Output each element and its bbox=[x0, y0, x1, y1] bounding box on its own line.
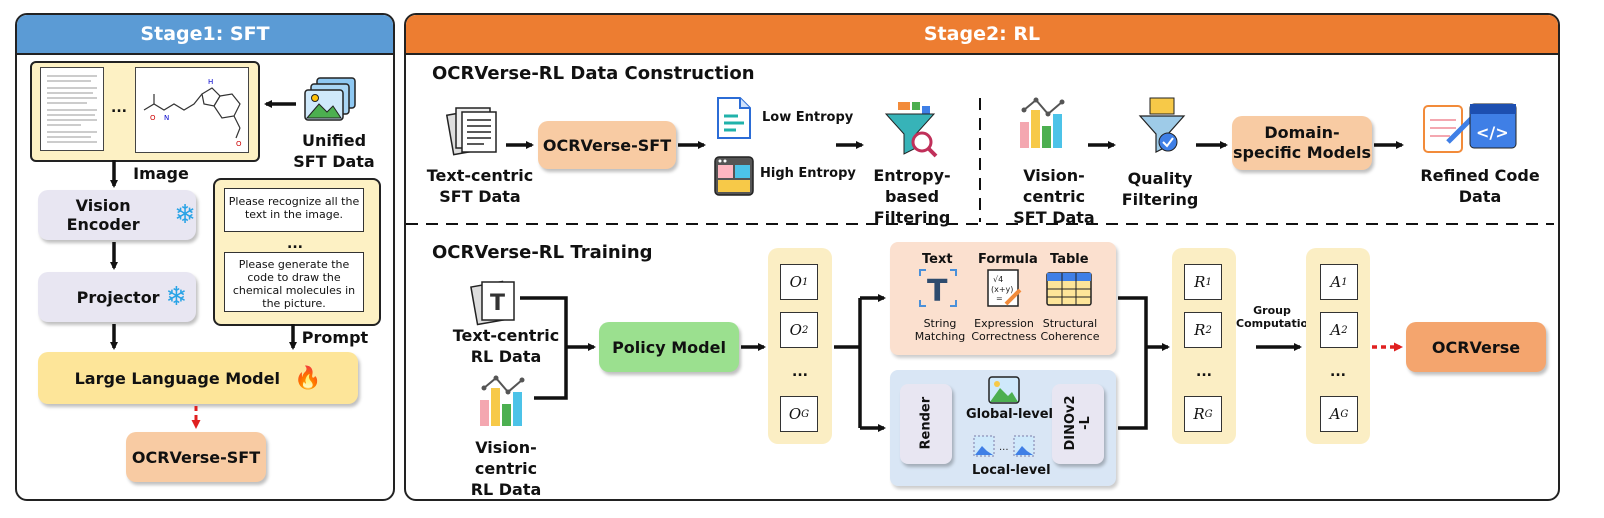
structural-coherence-label: Structural Coherence bbox=[1040, 317, 1100, 343]
reward-text-head: Text bbox=[922, 252, 953, 267]
reward-formula-head: Formula bbox=[978, 252, 1038, 267]
stage2-title: Stage2: RL bbox=[406, 15, 1558, 55]
domain-models-box: Domain- specific Models bbox=[1232, 116, 1372, 170]
projector-box: Projector ❄ bbox=[38, 272, 196, 322]
local-crops-icon: ... bbox=[970, 432, 1040, 460]
ocrverse-final-label: OCRVerse bbox=[1431, 337, 1521, 357]
svg-text:=: = bbox=[996, 294, 1003, 303]
local-level-label: Local-level bbox=[972, 463, 1051, 478]
construction-title: OCRVerse-RL Data Construction bbox=[432, 63, 755, 84]
dino-box bbox=[1052, 384, 1104, 464]
llm-label: Large Language Model bbox=[74, 368, 280, 388]
ocrverse-final-box: OCRVerse bbox=[1406, 322, 1546, 372]
policy-model-label: Policy Model bbox=[612, 337, 726, 357]
svg-text:(x+y): (x+y) bbox=[991, 285, 1013, 294]
llm-box: Large Language Model 🔥 bbox=[38, 352, 358, 404]
low-entropy-icon bbox=[716, 96, 752, 140]
documents-icon bbox=[446, 102, 502, 156]
formula-icon: √4 (x+y) = bbox=[984, 268, 1024, 310]
output-dots: ... bbox=[792, 364, 808, 380]
ocrverse-sft-output-label: OCRVerse-SFT bbox=[131, 447, 261, 467]
refined-code-label: Refined Code Data bbox=[1420, 166, 1540, 206]
bar-chart-icon bbox=[1016, 96, 1074, 152]
ocrverse-sft-box: OCRVerse-SFT bbox=[538, 121, 676, 169]
vision-centric-rl-label: Vision-centric RL Data bbox=[470, 438, 542, 499]
global-level-label: Global-level bbox=[966, 407, 1054, 422]
svg-text:O: O bbox=[236, 140, 242, 148]
snowflake-icon: ❄ bbox=[165, 282, 188, 312]
landscape-icon bbox=[988, 376, 1020, 404]
unified-sft-data-label: Unified SFT Data bbox=[293, 131, 375, 171]
svg-text:T: T bbox=[927, 274, 948, 308]
prompt-label: Prompt bbox=[301, 328, 369, 347]
high-entropy-label: High Entropy bbox=[760, 166, 856, 181]
fire-icon: 🔥 bbox=[293, 365, 322, 391]
code-icon: </> bbox=[1420, 98, 1520, 156]
image-label: Image bbox=[133, 164, 189, 183]
prompt-text-2: Please generate the code to draw the che… bbox=[224, 252, 364, 312]
svg-text:√4: √4 bbox=[993, 275, 1003, 284]
projector-label: Projector bbox=[76, 287, 160, 307]
render-box bbox=[900, 384, 952, 464]
image-dots: ... bbox=[111, 100, 127, 116]
vision-centric-sft-label: Vision-centric SFT Data bbox=[1013, 166, 1095, 227]
policy-model-box: Policy Model bbox=[599, 322, 739, 372]
text-centric-rl-label: Text-centric RL Data bbox=[452, 326, 560, 366]
table-icon bbox=[1046, 272, 1092, 306]
stage1-title: Stage1: SFT bbox=[17, 15, 393, 55]
render-label: Render bbox=[918, 396, 934, 450]
svg-text:...: ... bbox=[999, 442, 1009, 453]
high-entropy-icon bbox=[714, 156, 754, 196]
svg-text:T: T bbox=[490, 291, 505, 316]
domain-models-label: Domain- specific Models bbox=[1233, 123, 1371, 162]
vision-chart-icon bbox=[476, 374, 534, 430]
prompt-dots: ... bbox=[287, 236, 303, 252]
svg-text:</>: </> bbox=[1476, 123, 1509, 142]
text-document-icon: T bbox=[470, 276, 520, 326]
svg-text:N: N bbox=[164, 114, 169, 122]
entropy-filter-label: Entropy-based Filtering bbox=[873, 166, 951, 227]
group-computation-label: Group Computation bbox=[1236, 304, 1316, 330]
quality-filter-label: Quality Filtering bbox=[1121, 169, 1199, 209]
image-stack-icon bbox=[303, 76, 359, 124]
reward-table-head: Table bbox=[1050, 252, 1089, 267]
string-matching-label: String Matching bbox=[914, 317, 966, 343]
ocrverse-sft-box-label: OCRVerse-SFT bbox=[542, 135, 672, 155]
entropy-filter-icon bbox=[882, 100, 940, 160]
snowflake-icon: ❄ bbox=[174, 200, 196, 230]
training-title: OCRVerse-RL Training bbox=[432, 242, 653, 263]
vision-encoder-label: Vision Encoder bbox=[66, 196, 140, 234]
low-entropy-label: Low Entropy bbox=[762, 110, 854, 125]
reward-dots: ... bbox=[1196, 364, 1212, 380]
expression-correctness-label: Expression Correctness bbox=[971, 317, 1037, 343]
text-t-icon: T bbox=[918, 268, 958, 308]
dino-label: DINOv2 -L bbox=[1063, 395, 1093, 451]
prompt-text-1: Please recognize all the text in the ima… bbox=[224, 188, 364, 232]
svg-text:O: O bbox=[150, 114, 156, 122]
svg-text:H: H bbox=[208, 78, 213, 86]
ocrverse-sft-output: OCRVerse-SFT bbox=[126, 432, 266, 482]
quality-filter-icon bbox=[1138, 96, 1186, 156]
text-centric-sft-label: Text-centric SFT Data bbox=[426, 166, 534, 206]
vision-encoder-box: Vision Encoder ❄ bbox=[38, 190, 196, 240]
molecule-thumbnail: O N H O bbox=[135, 67, 249, 153]
advantage-dots: ... bbox=[1330, 364, 1346, 380]
document-thumbnail bbox=[40, 67, 104, 151]
